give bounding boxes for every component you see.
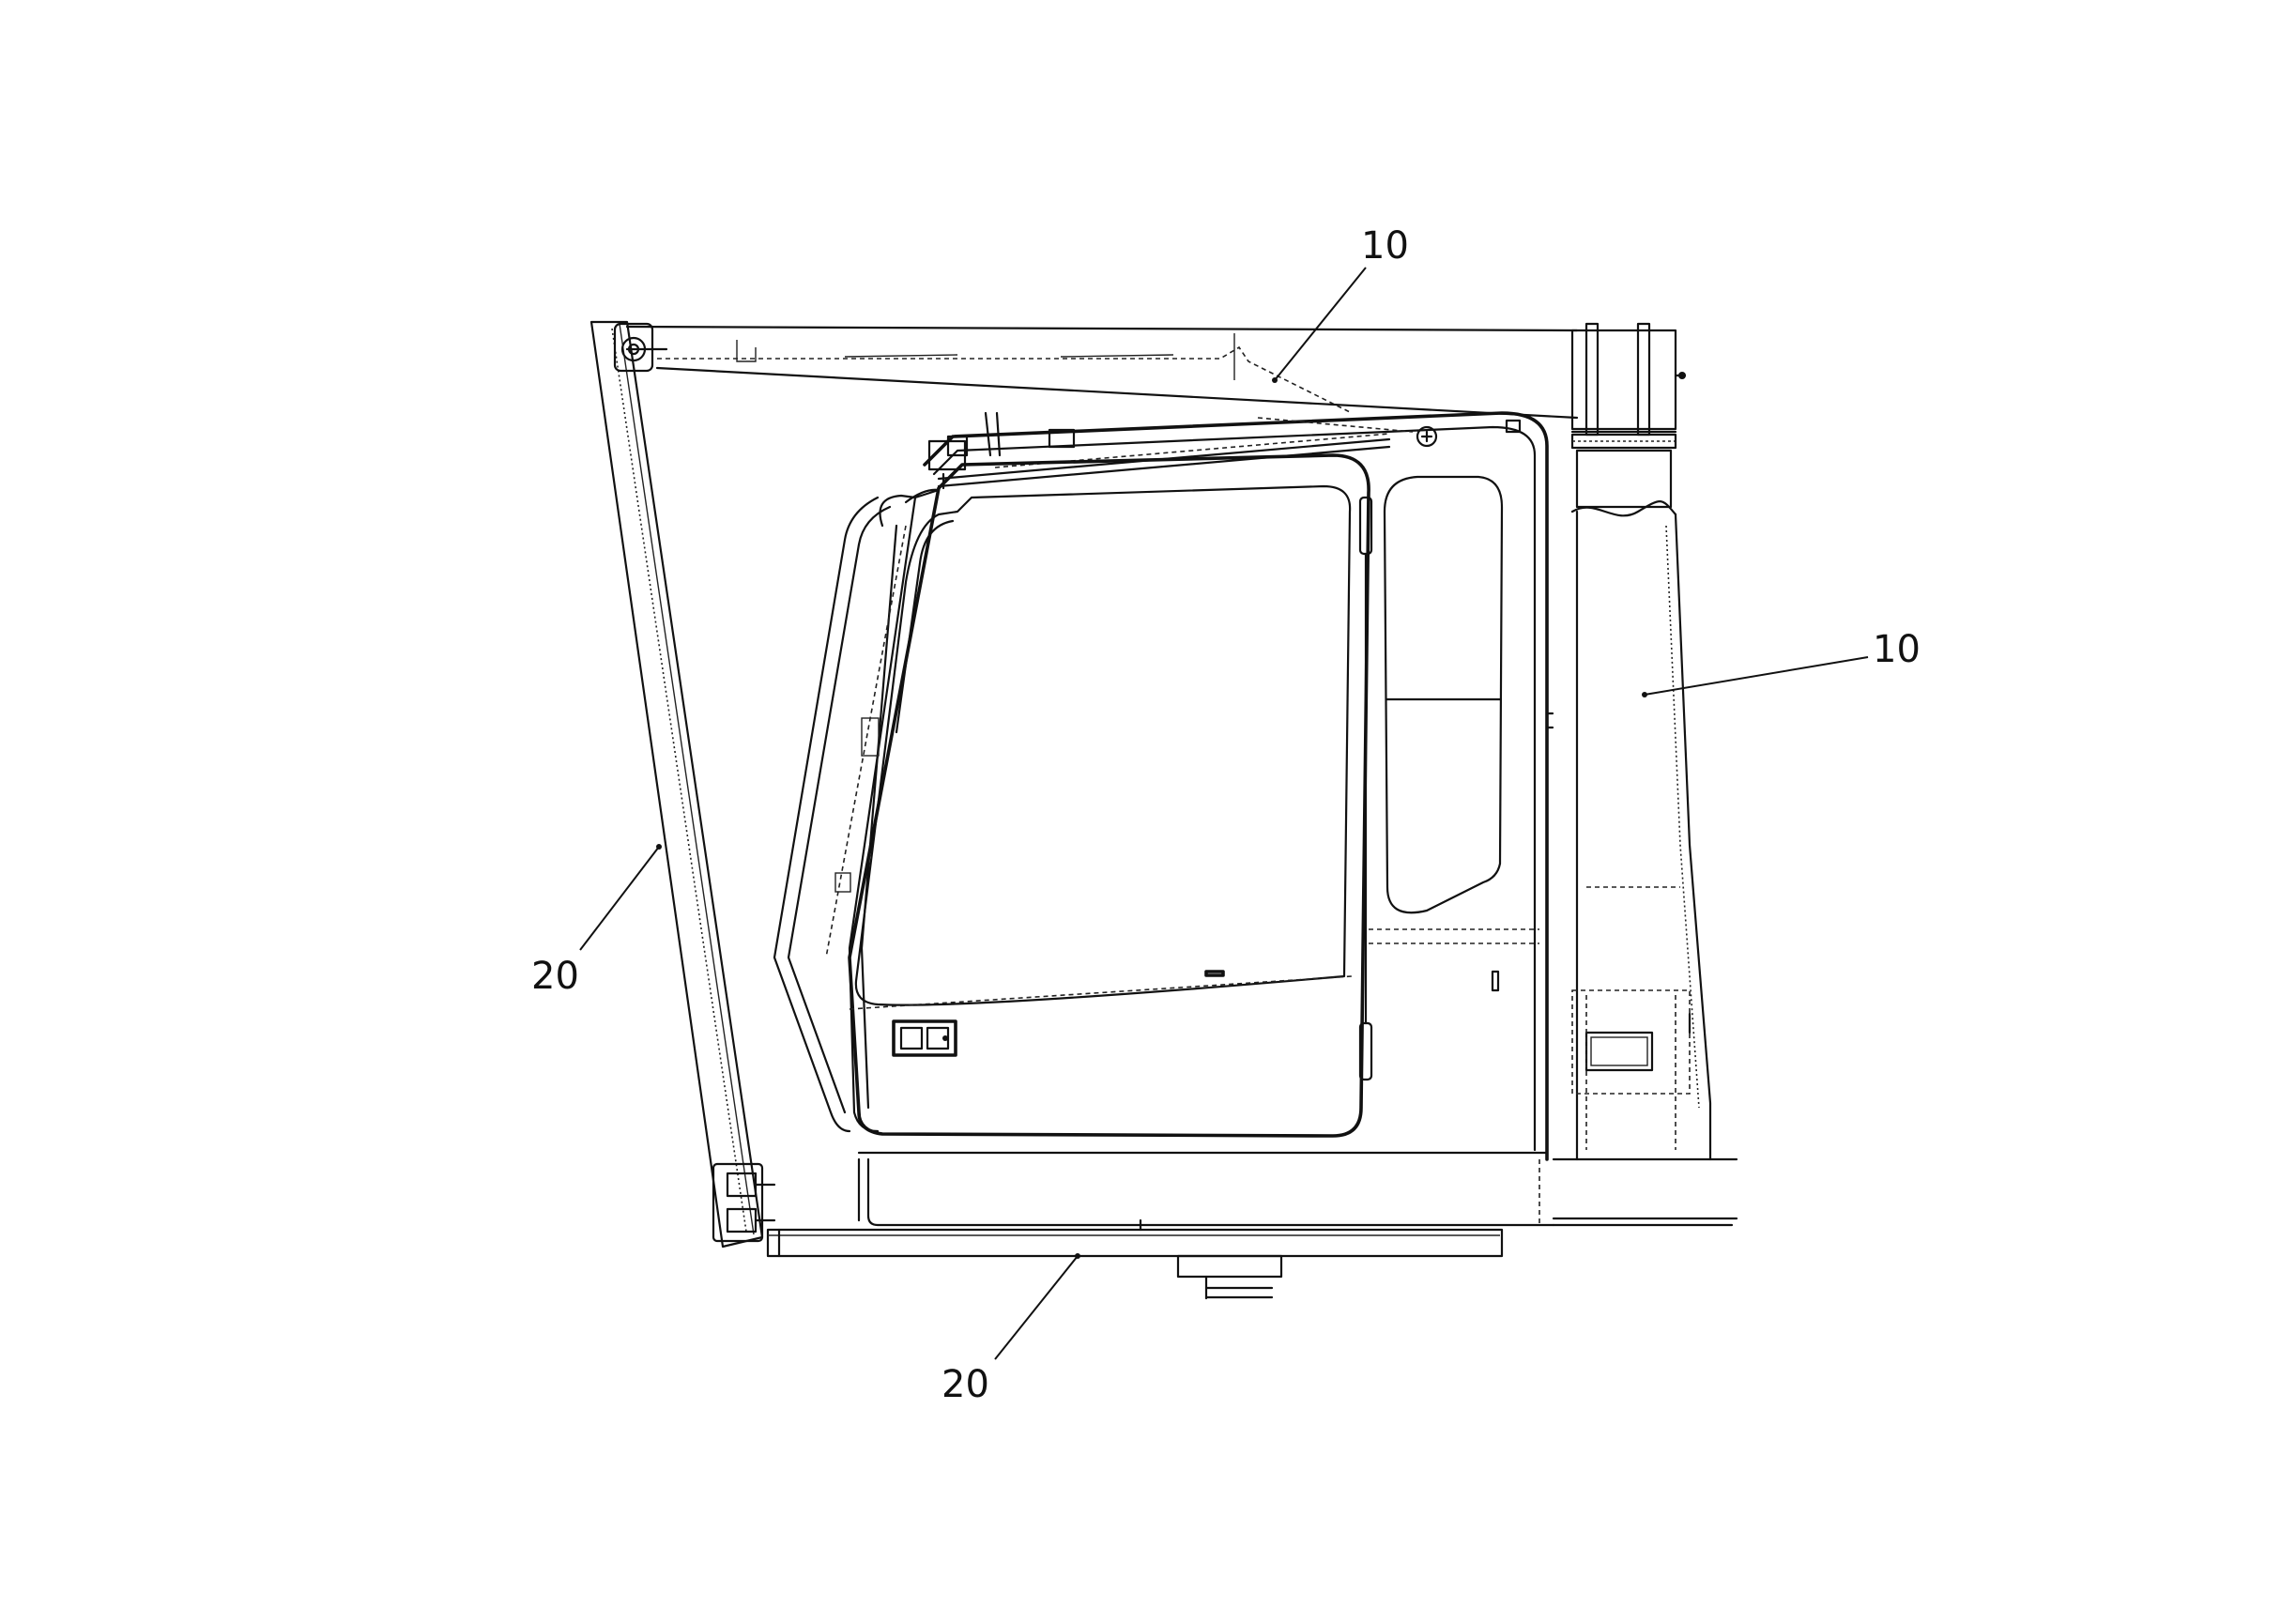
left-pillar (589, 320, 776, 1249)
leader-left-20 (579, 846, 660, 951)
callout-top: 10 (1361, 224, 1409, 268)
bottom-beam (766, 1218, 1734, 1300)
right-panel (1552, 510, 1738, 1220)
door-rail (773, 496, 907, 1133)
callout-labels: 10 10 20 20 (531, 224, 1921, 1406)
right-upper-bracket (1570, 322, 1687, 517)
leader-right-10 (1644, 656, 1869, 696)
callout-bottom: 20 (941, 1363, 989, 1406)
callout-right: 10 (1873, 628, 1921, 671)
main-window (848, 453, 1373, 1138)
door-frame (848, 411, 1555, 1227)
door-handle (892, 1019, 957, 1057)
callout-left: 20 (531, 955, 579, 998)
leader-top-10 (1274, 267, 1367, 381)
top-beam (625, 325, 1579, 420)
leader-bottom-20 (994, 1255, 1079, 1360)
side-window (1369, 475, 1554, 992)
callout-leaders (579, 267, 1869, 1360)
